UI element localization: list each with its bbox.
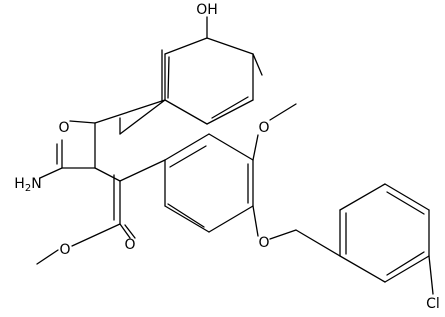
- bond-line: [94, 99, 166, 124]
- amino-label-n: N: [31, 176, 41, 192]
- bond-line: [269, 229, 297, 240]
- bond-line: [119, 223, 131, 239]
- bond-line: [167, 203, 205, 228]
- bond-line: [269, 103, 297, 121]
- ester-oxygen-label: O: [59, 242, 70, 258]
- bond-line: [119, 99, 166, 135]
- ring-oxygen-label: O: [58, 120, 69, 136]
- bond-line: [428, 255, 434, 295]
- bond-line: [339, 255, 386, 283]
- bond-line: [36, 249, 59, 265]
- bond-line: [384, 183, 430, 211]
- bond-line: [208, 133, 254, 161]
- bond-line: [69, 120, 96, 124]
- bond-line: [384, 255, 430, 283]
- ether-oxygen-label: O: [258, 235, 269, 251]
- bond-line: [167, 56, 170, 99]
- bond-line: [386, 191, 425, 215]
- bond-line: [71, 223, 121, 247]
- carbonyl-oxygen-label: O: [124, 237, 135, 253]
- bond-line: [164, 99, 208, 125]
- chlorine-label: Cl: [426, 296, 440, 312]
- bond-line: [206, 37, 254, 55]
- methoxy-oxygen-label: O: [258, 120, 269, 136]
- bond-line: [164, 37, 208, 55]
- bond-line: [119, 159, 166, 182]
- amino-label-subscript: 2: [25, 183, 31, 194]
- bond-line: [164, 205, 210, 233]
- bond-line: [94, 167, 121, 182]
- bond-line: [208, 205, 254, 233]
- bond-line: [206, 99, 254, 125]
- bond-line: [39, 167, 63, 179]
- bond-line: [339, 183, 386, 211]
- amino-label: H2N: [14, 176, 41, 194]
- bond-line: [169, 145, 207, 168]
- bond-line: [295, 229, 341, 257]
- bond-lines: [36, 16, 434, 295]
- hydroxyl-label: OH: [196, 2, 218, 18]
- bond-line: [386, 251, 425, 276]
- amino-label-h: H: [14, 176, 25, 192]
- bond-line: [252, 134, 259, 161]
- bond-line: [124, 224, 136, 239]
- bond-line: [211, 96, 249, 119]
- bond-line: [252, 205, 259, 237]
- bond-line: [164, 133, 210, 161]
- bond-line: [252, 53, 263, 76]
